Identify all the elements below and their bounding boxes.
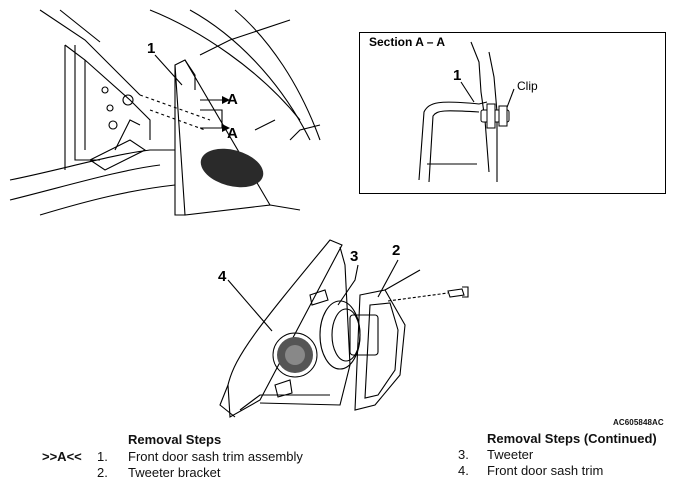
step-2-number: 2. [97, 465, 108, 480]
section-a-a-illustration: Section A – A 1 Clip [369, 35, 538, 183]
arrow-label-a-lower: A [227, 125, 238, 142]
removal-steps-continued-title: Removal Steps (Continued) [487, 431, 657, 446]
section-title: Section A – A [369, 35, 445, 49]
callout-1-top: 1 [147, 40, 155, 57]
callout-4: 4 [218, 268, 227, 285]
step-3-number: 3. [458, 447, 469, 462]
callout-2: 2 [392, 242, 400, 259]
removal-steps-title: Removal Steps [128, 432, 222, 447]
callout-1-section: 1 [453, 67, 461, 84]
step-1-text: Front door sash trim assembly [128, 449, 303, 464]
procedure-ref-a: >>A<< [42, 449, 82, 464]
step-4-number: 4. [458, 463, 469, 478]
arrow-label-a-upper: A [227, 91, 238, 108]
door-sash-overview-illustration: 1 A A [9, 9, 321, 216]
callout-3: 3 [350, 248, 358, 265]
clip-label: Clip [517, 79, 538, 93]
step-2-text: Tweeter bracket [128, 465, 221, 480]
step-4-text: Front door sash trim [487, 463, 604, 478]
section-a-a-box [359, 32, 666, 194]
step-3-text: Tweeter [487, 447, 534, 462]
tweeter-exploded-illustration: 4 3 2 [218, 239, 469, 418]
figure-code: AC605848AC [613, 418, 664, 427]
step-1-number: 1. [97, 449, 108, 464]
